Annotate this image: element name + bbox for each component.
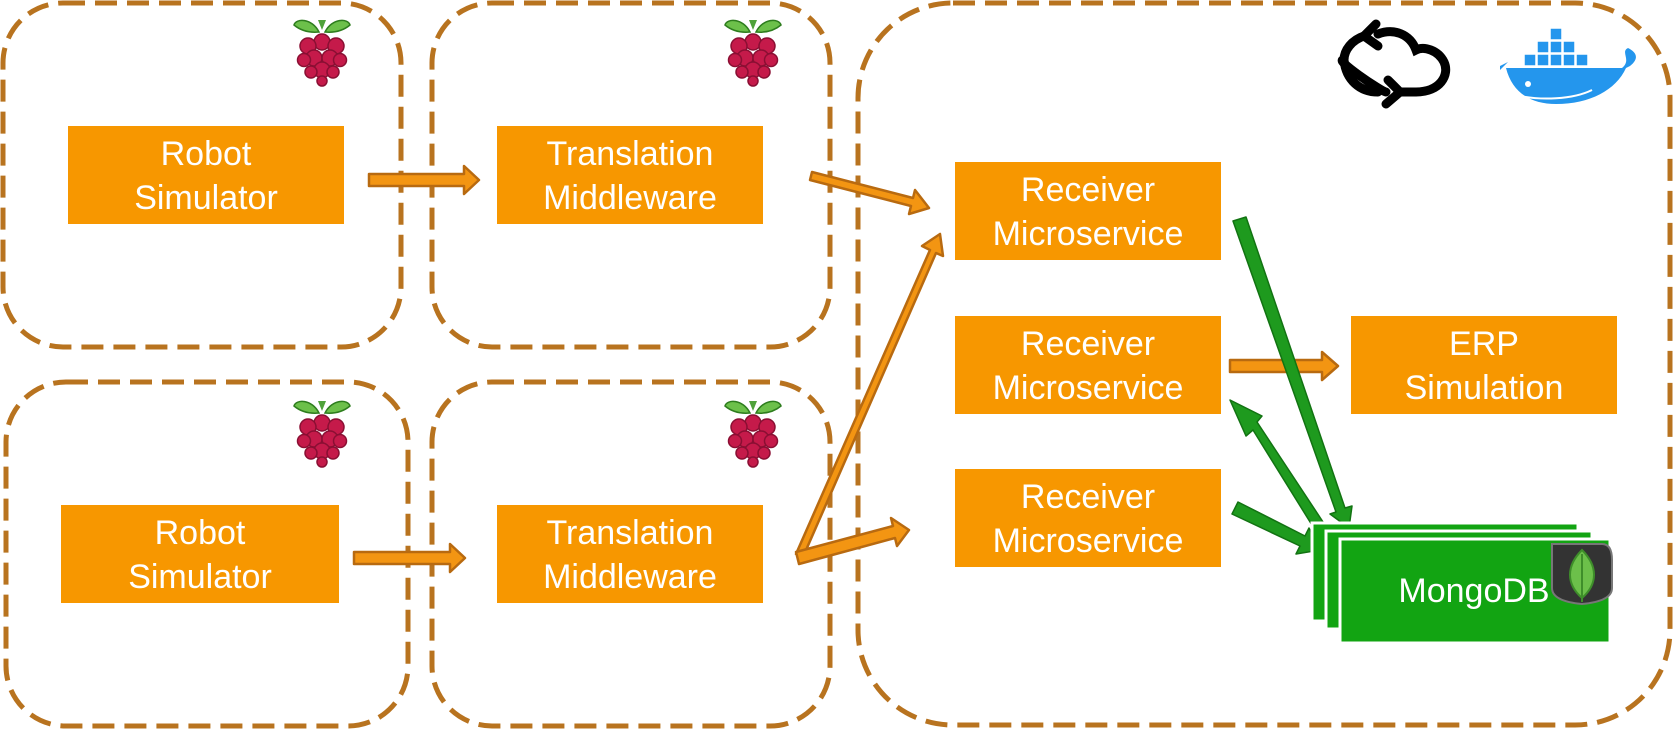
node-translation-middleware-1: Translation Middleware [497,126,763,224]
cloud-sync-icon [1337,19,1451,109]
node-erp-simulation: ERP Simulation [1351,316,1617,414]
raspberry-pi-icon [724,400,782,468]
cloud-group [855,0,1673,728]
arrow-robot2-to-translation2 [352,542,467,574]
device-group-2 [429,0,833,350]
svg-text:Microservice: Microservice [993,215,1184,253]
svg-text:Robot: Robot [155,514,246,552]
svg-text:Middleware: Middleware [543,558,717,596]
arrow-translation2-to-receiver3 [794,516,911,566]
arrow-receiver1-to-mongodb [1232,216,1353,529]
node-translation-middleware-2: Translation Middleware [497,505,763,603]
svg-text:Simulator: Simulator [128,558,272,596]
svg-text:Translation: Translation [547,135,714,173]
node-mongodb: MongoDB [1310,521,1613,645]
svg-text:MongoDB: MongoDB [1398,572,1549,610]
node-receiver-microservice-1: Receiver Microservice [955,162,1221,260]
raspberry-pi-icon [293,19,351,87]
raspberry-pi-icon [724,19,782,87]
node-robot-simulator-1: Robot Simulator [68,126,344,224]
raspberry-pi-icon [293,400,351,468]
docker-whale-icon [1500,27,1636,104]
svg-text:Simulator: Simulator [134,179,278,217]
svg-text:Receiver: Receiver [1021,171,1155,209]
svg-text:Microservice: Microservice [993,369,1184,407]
svg-text:Simulation: Simulation [1405,369,1564,407]
arrow-mongodb-to-receiver2 [1229,399,1331,539]
svg-text:Receiver: Receiver [1021,478,1155,516]
svg-text:Robot: Robot [161,135,252,173]
svg-text:Microservice: Microservice [993,522,1184,560]
arrow-robot1-to-translation1 [367,164,481,196]
node-receiver-microservice-2: Receiver Microservice [955,316,1221,414]
svg-text:ERP: ERP [1449,325,1519,363]
arrow-translation2-to-receiver1 [794,232,945,559]
svg-text:Translation: Translation [547,514,714,552]
node-robot-simulator-2: Robot Simulator [61,505,339,603]
node-receiver-microservice-3: Receiver Microservice [955,469,1221,567]
svg-text:Middleware: Middleware [543,179,717,217]
mongodb-leaf-icon [1551,543,1613,606]
svg-text:Receiver: Receiver [1021,325,1155,363]
arrow-translation1-to-receiver1 [808,170,931,216]
